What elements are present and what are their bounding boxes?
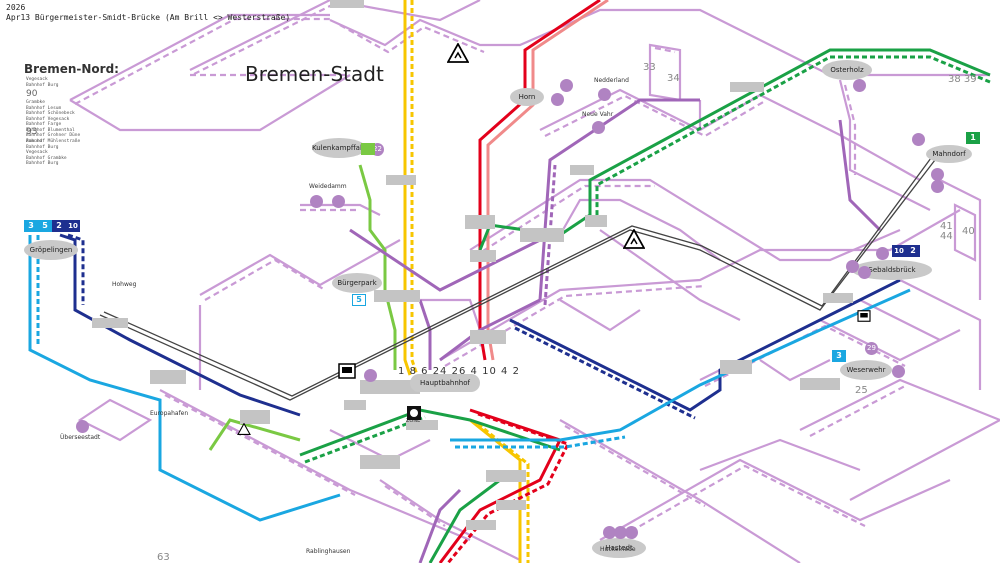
stop-zone: ZONE: [406, 418, 421, 424]
hauptbahnhof-line-numbers: 1 8 6 24 26 4 10 4 2: [398, 366, 520, 377]
tram-lines: [28, 0, 991, 563]
construction-warning-icon: [623, 229, 645, 249]
stop-rablinghausen[interactable]: Rablinghausen: [306, 548, 351, 555]
construction-warning-icon: [447, 43, 469, 63]
hbf-line: 26: [451, 366, 467, 377]
region-title-stadt: Bremen-Stadt: [245, 62, 384, 86]
tram-line-3: [28, 235, 341, 522]
bus-badge-horn-2: [551, 93, 564, 106]
bus-badge-mahndorf-3: [931, 180, 944, 193]
tram-line-6: [403, 0, 412, 376]
stop-huckelriede[interactable]: Huckelriede: [600, 546, 636, 553]
route-number-40: 40: [962, 226, 975, 237]
hbf-line: 1: [398, 366, 406, 377]
tram-badge-weserwehr-3: 3: [832, 350, 846, 362]
bus-badge-nedderland: [598, 88, 611, 101]
bus-replacement-icon: [857, 310, 871, 322]
route-number-34: 34: [667, 73, 680, 84]
bus-badge-weidedamm: [310, 195, 323, 208]
bus-badge-neue-vahr: [592, 121, 605, 134]
tram-badge-sebaldsbrueck-10: 10: [892, 245, 906, 257]
nord-number-93: 93: [26, 127, 38, 137]
nord-list-3: Aumund Bahnhof Burg Vegesack Bahnhof Gra…: [26, 139, 67, 166]
bus-badge-hastedt-2: [614, 526, 627, 539]
construction-warning-icon: [237, 423, 251, 435]
hub-buergerpark[interactable]: Bürgerpark: [332, 273, 382, 293]
stop-nedderland[interactable]: Nedderland: [594, 77, 629, 84]
tram-badge-gropelingen-10: 10: [66, 220, 80, 232]
station-boxes: [92, 0, 853, 530]
route-number-63: 63: [157, 552, 170, 563]
hub-gropelingen[interactable]: Gröpelingen: [24, 240, 78, 260]
tram-badge-sebaldsbrueck-2: 2: [906, 245, 920, 257]
map-header: 2026 Apr13 Bürgermeister-Smidt-Brücke (A…: [6, 3, 290, 23]
tram-badge-mahndorf-1: 1: [966, 132, 980, 144]
tram-badge-kulenkampff-green: [361, 143, 375, 155]
regional-line: [99, 157, 936, 401]
hbf-line: 6: [421, 366, 429, 377]
hbf-line: 4: [470, 366, 478, 377]
hbf-line: 10: [482, 366, 497, 377]
route-number-3839: 38 39: [948, 74, 977, 85]
hbf-line: 8: [409, 366, 417, 377]
stop-ueberseestadt[interactable]: Überseestadt: [60, 434, 101, 441]
hub-mahndorf[interactable]: Mahndorf: [926, 145, 972, 163]
tram-badge-gropelingen-2: 2: [52, 220, 66, 232]
bus-replacement-icon: [338, 363, 356, 379]
bus-badge-sebaldsbrueck: [876, 247, 889, 260]
hub-hauptbahnhof[interactable]: Hauptbahnhof: [410, 374, 480, 392]
bus-badge-mahndorf-2: [931, 168, 944, 181]
hbf-line: 4: [501, 366, 509, 377]
stop-hohweg[interactable]: Hohweg: [112, 281, 137, 288]
hub-horn[interactable]: Horn: [510, 88, 544, 106]
hub-weserwehr[interactable]: Weserwehr: [840, 360, 892, 380]
tram-badge-buergerpark-5: 5: [352, 294, 366, 306]
nord-list-1: Vegesack Bahnhof Burg: [26, 77, 59, 88]
bus-badge-mahndorf: [912, 133, 925, 146]
bus-badge-osterholz: [853, 79, 866, 92]
bus-badge-sebaldsbrueck-3: [858, 266, 871, 279]
stop-europahafen[interactable]: Europahafen: [150, 410, 189, 417]
route-number-33: 33: [643, 62, 656, 73]
hub-osterholz[interactable]: Osterholz: [822, 60, 872, 80]
tram-badge-gropelingen-5: 5: [38, 220, 52, 232]
route-number-25: 25: [855, 385, 868, 396]
hbf-line: 2: [512, 366, 520, 377]
hbf-line: 24: [432, 366, 448, 377]
bus-badge-weserwehr-2: [892, 365, 905, 378]
bus-badge-weserwehr: 29: [865, 342, 878, 355]
hub-sebaldsbrueck[interactable]: Sebaldsbrück: [852, 260, 932, 280]
hub-kulenkampffallee[interactable]: Kulenkampffallee: [312, 138, 372, 158]
route-number-4144: 41 44: [940, 221, 953, 242]
tram-badge-gropelingen-3: 3: [24, 220, 38, 232]
region-title-nord: Bremen-Nord:: [24, 62, 119, 76]
bus-badge-weidedamm-2: [332, 195, 345, 208]
stop-weidedamm[interactable]: Weidedamm: [309, 183, 347, 190]
header-year: 2026: [6, 3, 26, 12]
nord-number-90: 90: [26, 89, 38, 99]
nord-list-2: Grambke Bahnhof Lesum Bahnhof Schönebeck…: [26, 100, 81, 144]
bus-badge-hastedt-3: [625, 526, 638, 539]
stop-neue-vahr[interactable]: Neue Vahr: [582, 111, 614, 118]
bus-badge-ueberseestadt: [76, 420, 89, 433]
bus-badge-hauptbahnhof: [364, 369, 377, 382]
bus-badge-hastedt: [603, 526, 616, 539]
bus-badge-sebaldsbrueck-2: [846, 260, 859, 273]
park-and-ride-icon: [407, 406, 421, 420]
tram-line-1: [478, 48, 991, 251]
hub-hastedt[interactable]: Hastedt: [592, 538, 646, 558]
bus-badge-horn: [560, 79, 573, 92]
header-route: Apr13 Bürgermeister-Smidt-Brücke (Am Bri…: [6, 13, 291, 22]
